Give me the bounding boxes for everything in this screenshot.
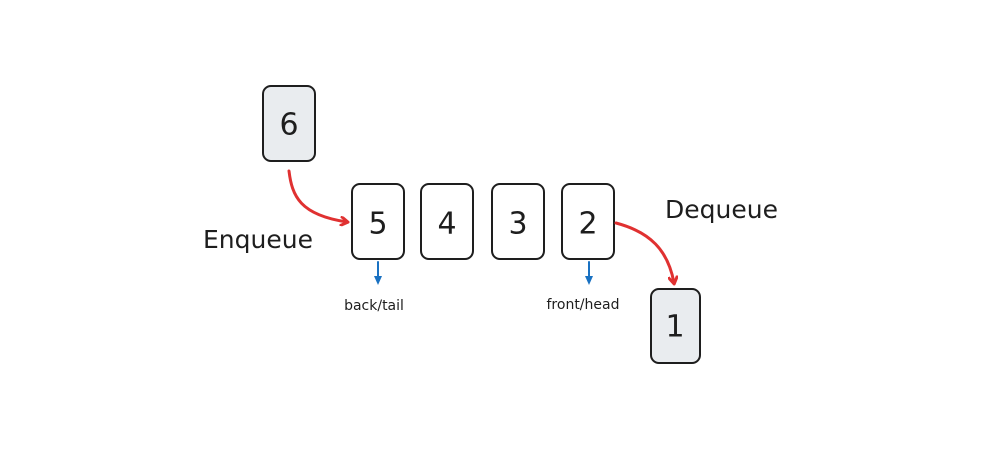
- removed-item: 1: [650, 288, 701, 364]
- queue-item-value: 4: [437, 207, 456, 242]
- queue-item: 2: [561, 183, 615, 260]
- queue-item-box: [561, 183, 615, 260]
- dequeue-arrow: [614, 221, 674, 283]
- incoming-item: 6: [262, 85, 316, 162]
- enqueue-arrow: [287, 169, 347, 222]
- queue-item-value: 3: [508, 207, 527, 242]
- queue-item-box: [420, 183, 474, 260]
- incoming-item-value: 6: [279, 108, 298, 143]
- enqueue-label: Enqueue: [203, 225, 313, 254]
- queue-item: 5: [351, 183, 405, 260]
- queue-item-box: [491, 183, 545, 260]
- incoming-item-box: [262, 85, 316, 162]
- removed-item-value: 1: [665, 310, 684, 345]
- removed-item-box: [650, 288, 701, 364]
- front-label: front/head: [547, 297, 620, 313]
- queue-item-value: 2: [578, 207, 597, 242]
- queue-item-value: 5: [368, 207, 387, 242]
- queue-item: 3: [491, 183, 545, 260]
- queue-item-box: [351, 183, 405, 260]
- dequeue-label: Dequeue: [665, 195, 778, 224]
- queue-item: 4: [420, 183, 474, 260]
- back-label: back/tail: [344, 298, 404, 314]
